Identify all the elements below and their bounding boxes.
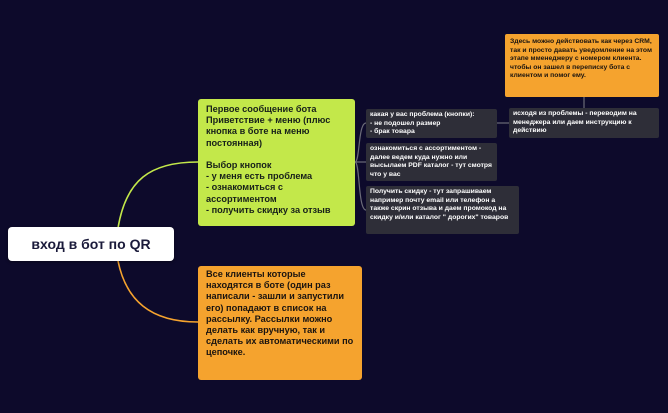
edge-green-to-d3 <box>354 161 367 211</box>
node-discount[interactable]: Получить скидку - тут запрашиваем наприм… <box>366 186 519 234</box>
root-label: вход в бот по QR <box>31 236 151 252</box>
edge-green-to-d1 <box>354 122 367 163</box>
edge-root-to-orange <box>117 260 199 323</box>
branch-welcome-message[interactable]: Первое сообщение бота Приветствие + меню… <box>198 99 355 226</box>
node-crm-note[interactable]: Здесь можно действовать как через CRM, т… <box>505 34 659 97</box>
node-assortment[interactable]: ознакомиться с ассортиментом - далее вед… <box>366 143 497 181</box>
root-node[interactable]: вход в бот по QR <box>8 227 174 261</box>
edge-root-to-green <box>117 161 199 229</box>
node-manager-handoff[interactable]: исходя из проблемы - переводим на менедж… <box>509 108 659 138</box>
node-problem-buttons[interactable]: какая у вас проблема (кнопки): - не подо… <box>366 109 497 138</box>
branch-mailing-list[interactable]: Все клиенты которые находятся в боте (од… <box>198 266 362 380</box>
